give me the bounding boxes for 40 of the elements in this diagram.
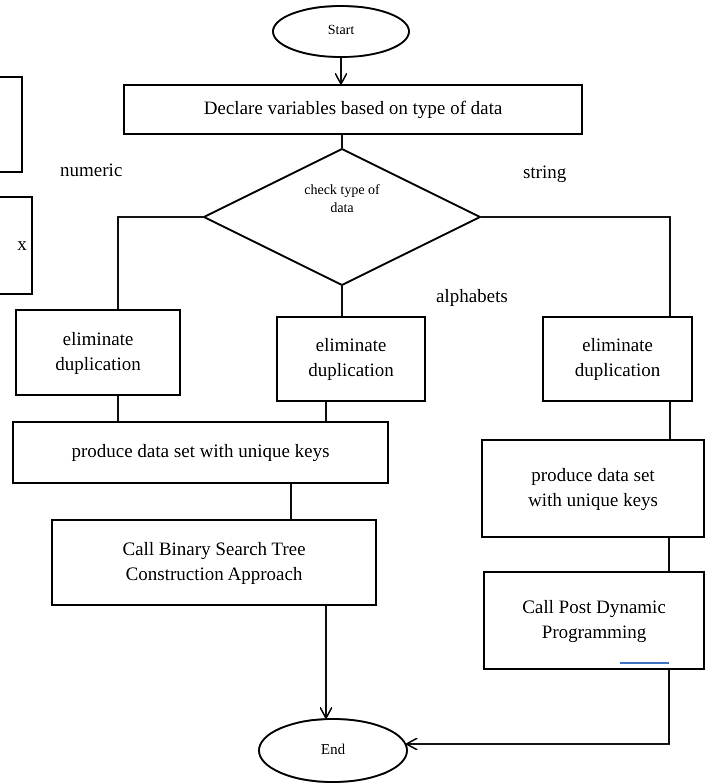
process-box [0,76,23,173]
arrow [406,670,670,751]
process-box [542,316,693,402]
node-text: eliminate duplication [54,328,142,376]
arrow [334,58,348,85]
process-box [0,196,33,295]
connector [290,484,292,519]
connector [325,402,327,421]
node-text: Start [328,22,354,40]
arrow [319,606,333,719]
node-text: produce data set with unique keys [71,440,330,464]
branch-label: alphabets [436,286,508,308]
process-box [51,519,377,606]
connector [668,538,670,571]
node-text: check type of data [303,182,381,218]
node-text: x [17,233,27,258]
process-box [483,571,705,670]
node-text: End [320,740,346,760]
process-box [123,84,583,135]
process-box [12,421,389,484]
branch-label: string [523,162,566,184]
connector [341,135,343,148]
connector [117,396,119,421]
decision-diamond [203,148,481,286]
node-text: Declare variables based on type of data [204,97,502,122]
branch-label: numeric [60,160,122,182]
node-text: eliminate duplication [574,334,662,383]
terminal-ellipse [272,5,410,58]
connector [481,216,671,316]
terminal-ellipse [258,718,408,783]
node-text: Call Binary Search Tree Construction Approach [121,538,307,586]
connector [669,402,671,439]
node-text: produce data set with unique keys [527,464,659,512]
connector [341,286,343,316]
process-box [15,309,181,396]
process-box [481,439,705,538]
node-text: Call Post Dynamic Programming [521,596,667,644]
connector [117,216,203,309]
process-box [276,316,426,402]
node-text: eliminate duplication [307,334,395,383]
